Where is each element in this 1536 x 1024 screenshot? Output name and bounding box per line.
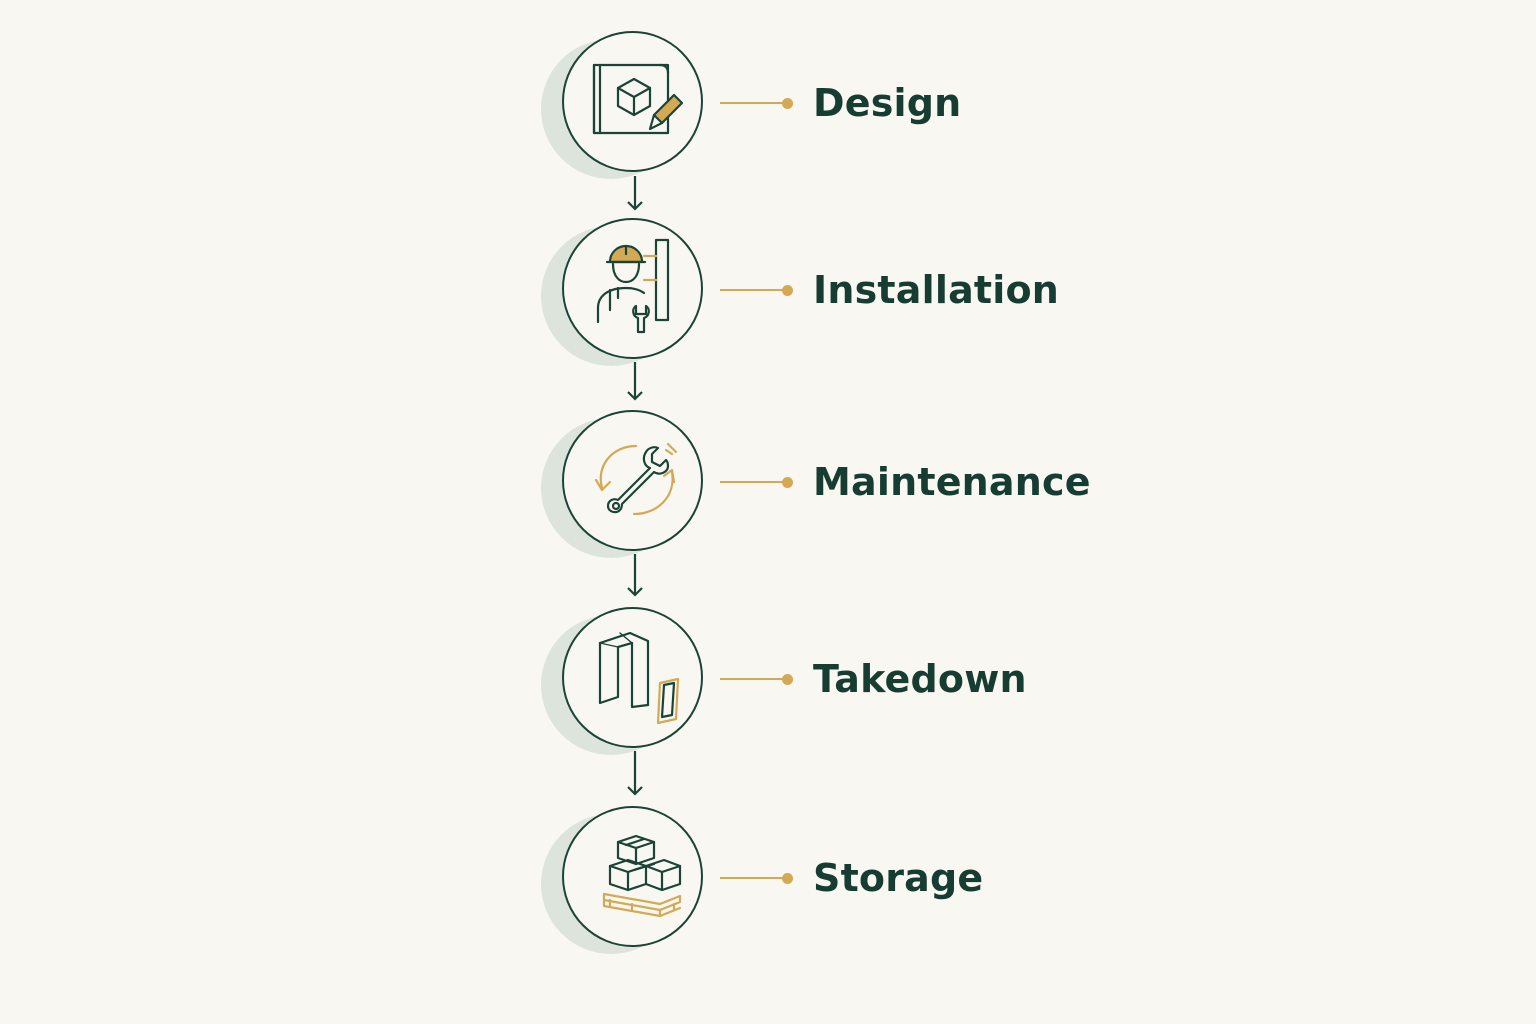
step-label-maintenance: Maintenance [813, 460, 1091, 504]
step-maintenance-node [562, 410, 703, 551]
step-label-installation: Installation [813, 268, 1060, 312]
connector-line [720, 102, 786, 104]
blueprint-pencil-icon [592, 63, 684, 135]
connector-dot [782, 98, 793, 109]
connector-line [720, 481, 786, 483]
flow-arrow-design-installation [625, 176, 645, 212]
step-takedown: Takedown [0, 607, 1536, 755]
wrench-cycle-icon [594, 442, 678, 516]
worker-hardhat-icon [596, 238, 670, 334]
flow-arrow-installation-maintenance [625, 362, 645, 402]
folding-panels-icon [598, 631, 680, 725]
connector-line [720, 289, 786, 291]
flow-arrow-takedown-storage [625, 751, 645, 797]
step-takedown-node [562, 607, 703, 748]
step-design-node [562, 31, 703, 172]
connector-dot [782, 674, 793, 685]
flow-arrow-maintenance-takedown [625, 554, 645, 598]
step-storage: Storage [0, 806, 1536, 954]
step-maintenance: Maintenance [0, 410, 1536, 558]
connector-dot [782, 477, 793, 488]
connector-dot [782, 285, 793, 296]
step-label-storage: Storage [813, 856, 984, 900]
step-design: Design [0, 31, 1536, 179]
stacked-boxes-pallet-icon [602, 834, 682, 918]
connector-line [720, 877, 786, 879]
step-label-design: Design [813, 81, 962, 125]
step-installation: Installation [0, 218, 1536, 366]
step-label-takedown: Takedown [813, 657, 1027, 701]
connector-dot [782, 873, 793, 884]
connector-line [720, 678, 786, 680]
step-storage-node [562, 806, 703, 947]
step-installation-node [562, 218, 703, 359]
